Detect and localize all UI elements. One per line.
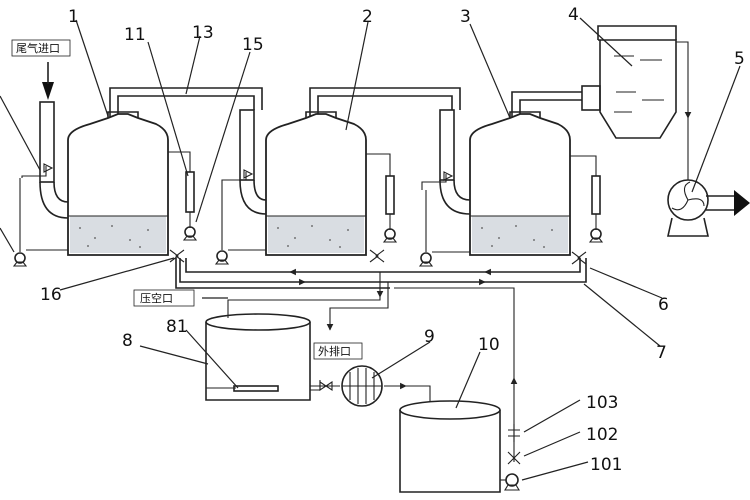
scrubber-tank-1	[67, 111, 169, 256]
exhaust-fan-5	[667, 179, 750, 237]
inlet-arrow-icon	[42, 82, 54, 100]
exhaust-inlet-label: 尾气进口	[16, 41, 60, 55]
compressed-air-label: 压空口	[140, 291, 173, 305]
label-102: 102	[586, 425, 618, 445]
top-duct-2-3	[309, 87, 461, 118]
header-pipes	[175, 258, 587, 289]
pump-feed-lines	[19, 178, 470, 253]
exhaust-inlet-pipe	[39, 62, 69, 219]
label-8: 8	[122, 331, 133, 351]
label-7: 7	[656, 343, 667, 363]
scrubber-tank-3	[469, 111, 571, 256]
label-1: 1	[68, 7, 79, 27]
spray-nozzles	[21, 163, 454, 190]
top-duct-1-2	[109, 87, 263, 118]
label-6: 6	[658, 295, 669, 315]
leader-lines	[0, 17, 741, 481]
compressed-air-box	[133, 289, 195, 307]
text-labels: 尾气进口 压空口 外排口 1 2 3 4 5 6 7 8 9 10 11 13 …	[11, 5, 745, 475]
label-81: 81	[166, 317, 188, 337]
transfer-lines	[227, 272, 518, 462]
label-11: 11	[124, 25, 146, 45]
label-5: 5	[734, 49, 745, 69]
side-duct-tank-3	[439, 109, 471, 215]
storage-tank-10	[399, 385, 506, 493]
liquid-dots	[79, 225, 553, 248]
fan-outlet-arrow-icon	[734, 190, 750, 216]
side-duct-tank-2	[239, 109, 267, 215]
label-16: 16	[40, 285, 62, 305]
scrubber-tank-2	[265, 111, 367, 256]
label-10: 10	[478, 335, 500, 355]
label-4: 4	[568, 5, 579, 25]
drain-outlet-box	[313, 342, 363, 360]
label-2: 2	[362, 7, 373, 27]
tank8-to-filter-line	[310, 380, 407, 392]
drain-outlet-label: 外排口	[318, 344, 351, 358]
label-3: 3	[460, 7, 471, 27]
label-9: 9	[424, 327, 435, 347]
exhaust-inlet-box	[11, 39, 71, 57]
label-101: 101	[590, 455, 622, 475]
demister-4	[581, 25, 692, 180]
label-13: 13	[192, 23, 214, 43]
filter-9	[341, 365, 383, 407]
label-15: 15	[242, 35, 264, 55]
bottom-valves	[169, 249, 587, 265]
label-103: 103	[586, 393, 618, 413]
return-line-valves	[507, 424, 521, 465]
mixing-tank-8	[205, 313, 321, 401]
flow-meters	[168, 151, 601, 230]
